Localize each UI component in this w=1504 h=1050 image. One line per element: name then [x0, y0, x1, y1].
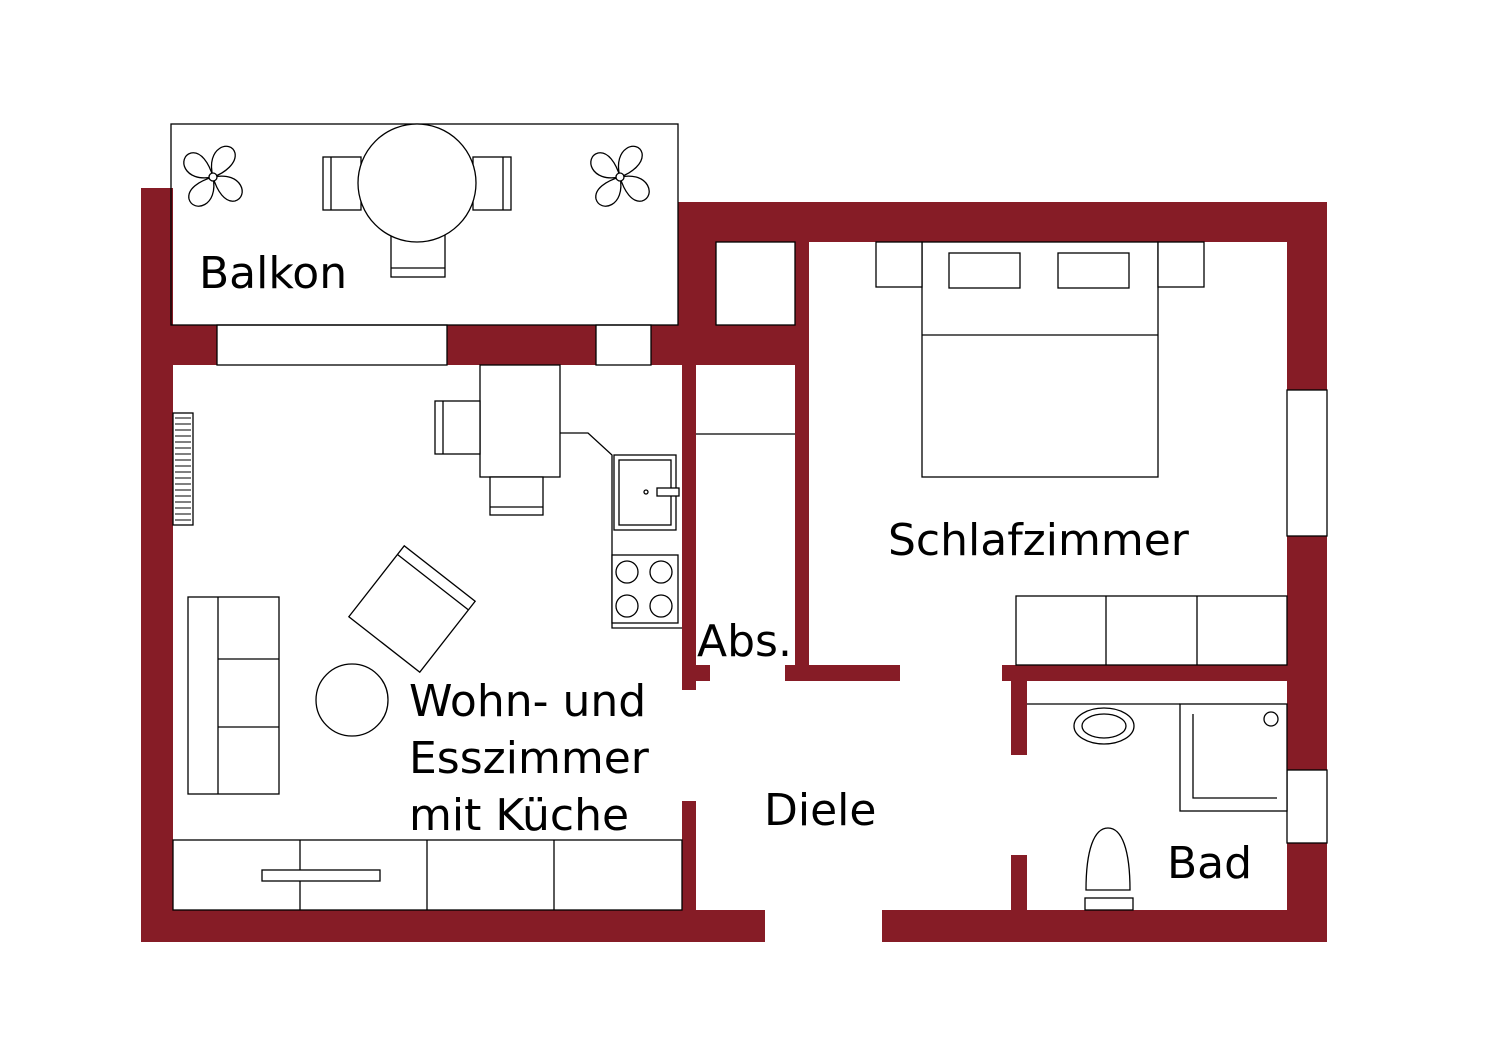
desk — [479, 364, 561, 478]
wardrobe — [1015, 595, 1288, 666]
radiator — [172, 412, 194, 526]
stove — [611, 554, 679, 624]
wall-balcony-living-1 — [141, 325, 217, 365]
label-wohn-line1: Wohn- und — [409, 676, 646, 727]
round-table-balcony — [357, 123, 477, 243]
chair-left — [322, 156, 362, 211]
wall-balcony-living-2 — [447, 325, 596, 365]
wall-living-storage-stub — [682, 665, 710, 681]
wall-outer-left — [141, 188, 173, 942]
nightstand-left — [875, 241, 923, 288]
wall-right-bottom — [1287, 843, 1327, 942]
window-balcony-2 — [595, 324, 652, 366]
shower — [1179, 703, 1288, 812]
sink — [613, 454, 680, 531]
sofa — [187, 596, 280, 795]
toilet — [1084, 827, 1134, 911]
kitchen-counter — [560, 432, 682, 629]
chair-right — [472, 156, 512, 211]
armchair — [347, 544, 477, 674]
closet-interior — [715, 241, 796, 326]
nightstand-right — [1157, 241, 1205, 288]
wall-living-lower — [682, 801, 696, 910]
window-right-bottom — [1286, 769, 1328, 844]
wall-balcony-living-3 — [651, 325, 809, 365]
coffee-table — [315, 663, 389, 737]
wall-storage-bottom — [785, 665, 900, 681]
pillow-right — [1057, 252, 1130, 289]
label-schlafzimmer: Schlafzimmer — [888, 515, 1190, 566]
walls — [141, 188, 1327, 942]
wall-bottom-left — [141, 910, 765, 942]
wall-living-storage — [682, 365, 696, 690]
wall-bedroom-bath — [1002, 665, 1287, 681]
label-wohn-line2: Esszimmer — [409, 733, 650, 784]
wall-closet-bedroom — [795, 242, 809, 678]
window-balcony-1 — [216, 324, 448, 366]
label-bad: Bad — [1167, 838, 1252, 889]
wall-bottom-right — [882, 910, 1327, 942]
label-abstellraum: Abs. — [697, 616, 792, 667]
desk-chair-left — [434, 400, 481, 455]
wall-right-mid — [1287, 536, 1327, 770]
label-diele: Diele — [764, 785, 876, 836]
wall-top-right — [678, 202, 1327, 242]
pillow-left — [948, 252, 1021, 289]
balcony-table-set — [322, 123, 512, 278]
label-wohn-line3: mit Küche — [409, 790, 629, 841]
plant-left — [183, 145, 243, 207]
bed — [921, 241, 1159, 478]
wall-bath-left-bottom — [1011, 855, 1027, 910]
desk-chair-bottom — [489, 476, 544, 516]
sideboard — [172, 839, 683, 911]
label-balkon: Balkon — [199, 248, 347, 299]
window-right-top — [1286, 389, 1328, 537]
plant-right — [590, 145, 650, 207]
wall-bath-left-top — [1011, 665, 1027, 755]
